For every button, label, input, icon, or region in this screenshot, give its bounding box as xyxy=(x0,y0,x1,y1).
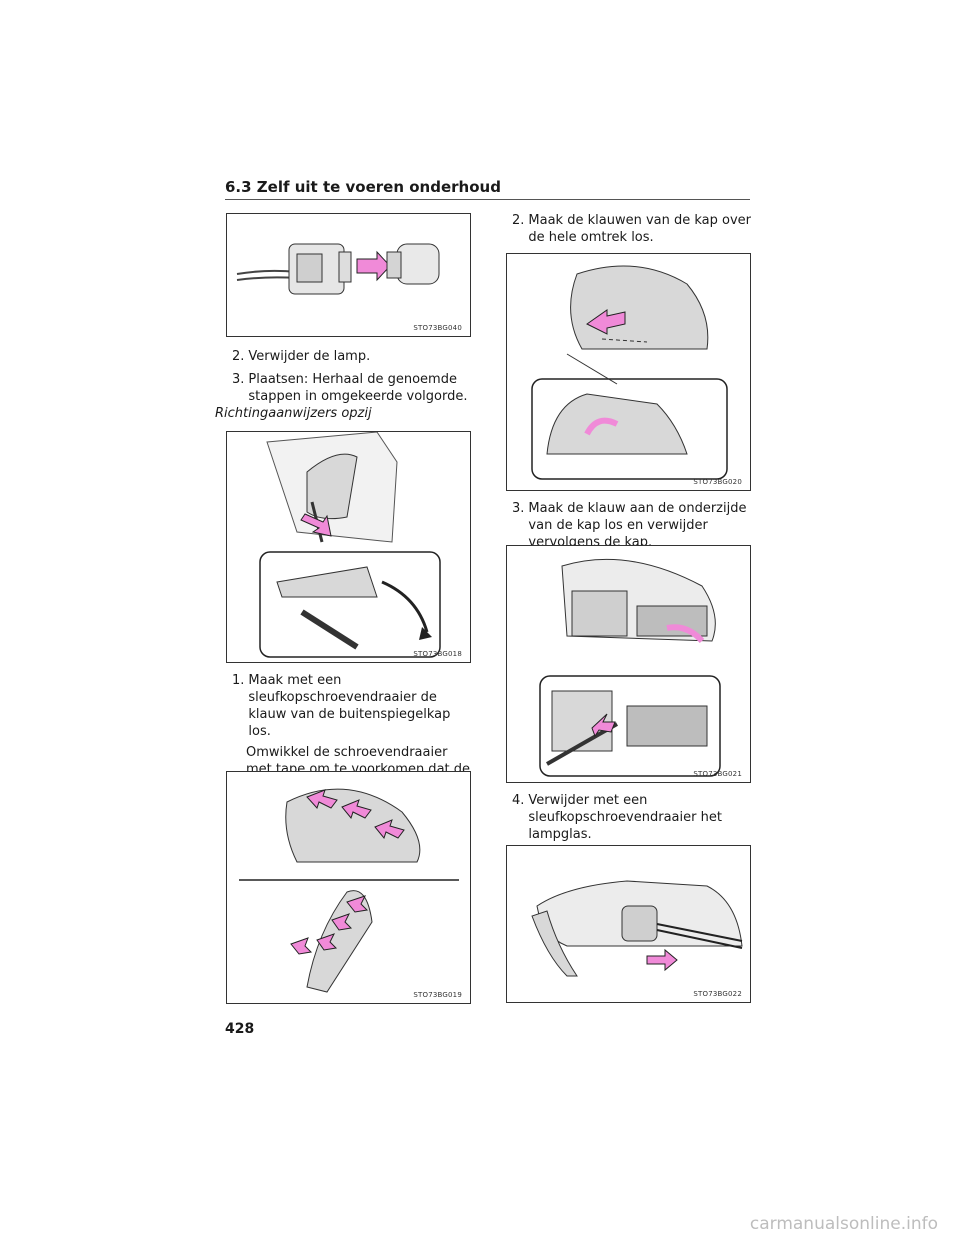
step-4-right: 4. Verwijder met een sleufkopschroevendr… xyxy=(512,792,757,843)
step-number: 3. xyxy=(232,372,245,387)
lens-removal-illustration xyxy=(531,880,743,977)
figure-bulb-removal: STO73BG040 xyxy=(226,213,471,337)
figure-bottom-claw: STO73BG021 xyxy=(506,545,751,783)
step-3-right: 3. Maak de klauw aan de onderzijde van d… xyxy=(512,500,757,551)
step-text: Maak de klauw aan de onderzijde van de k… xyxy=(528,501,747,550)
step-number: 4. xyxy=(512,793,525,808)
list-item: 3. Plaatsen: Herhaal de genoemde stappen… xyxy=(232,371,472,405)
step-number: 2. xyxy=(232,349,245,364)
figure-code: STO73BG040 xyxy=(413,324,462,332)
figure-mirror-cover-claw: STO73BG018 xyxy=(226,431,471,663)
mirror-cover-illustration xyxy=(259,432,441,658)
figure-mirror-claws: STO73BG019 xyxy=(226,771,471,1004)
step-text: Plaatsen: Herhaal de genoemde stappen in… xyxy=(248,372,468,404)
list-item: 2. Maak de klauwen van de kap over de he… xyxy=(512,212,757,246)
figure-code: STO73BG021 xyxy=(693,770,742,778)
figure-cover-claws-perimeter: STO73BG020 xyxy=(506,253,751,491)
step-2-right: 2. Maak de klauwen van de kap over de he… xyxy=(512,212,757,246)
cover-claws-illustration xyxy=(531,265,728,480)
header-rule xyxy=(225,199,750,200)
figure-code: STO73BG019 xyxy=(413,991,462,999)
subheading: Richtingaanwijzers opzij xyxy=(215,406,372,421)
step-text: Verwijder de lamp. xyxy=(248,349,371,364)
section-title: 6.3 Zelf uit te voeren onderhoud xyxy=(225,178,501,196)
step-text: Maak met een sleufkopschroevendraaier de… xyxy=(248,673,451,739)
step-number: 2. xyxy=(512,213,525,228)
bulb-socket-illustration xyxy=(236,243,440,295)
page-number: 428 xyxy=(225,1021,255,1037)
step-text: Verwijder met een sleufkopschroevendraai… xyxy=(528,793,722,842)
bottom-claw-illustration xyxy=(539,558,721,777)
step-number: 1. xyxy=(232,673,245,688)
steps-a: 2. Verwijder de lamp. 3. Plaatsen: Herha… xyxy=(232,348,472,405)
figure-code: STO73BG020 xyxy=(693,478,742,486)
step-number: 3. xyxy=(512,501,525,516)
figure-lens-removal: STO73BG022 xyxy=(506,845,751,1003)
list-item: 4. Verwijder met een sleufkopschroevendr… xyxy=(512,792,757,843)
list-item: 1. Maak met een sleufkopschroevendraaier… xyxy=(232,672,472,740)
step-text: Maak de klauwen van de kap over de hele … xyxy=(528,213,751,245)
list-item: 2. Verwijder de lamp. xyxy=(232,348,472,365)
list-item: 3. Maak de klauw aan de onderzijde van d… xyxy=(512,500,757,551)
figure-code: STO73BG022 xyxy=(693,990,742,998)
watermark: carmanualsonline.info xyxy=(749,1214,938,1234)
figure-code: STO73BG018 xyxy=(413,650,462,658)
mirror-claws-illustration xyxy=(239,788,459,993)
